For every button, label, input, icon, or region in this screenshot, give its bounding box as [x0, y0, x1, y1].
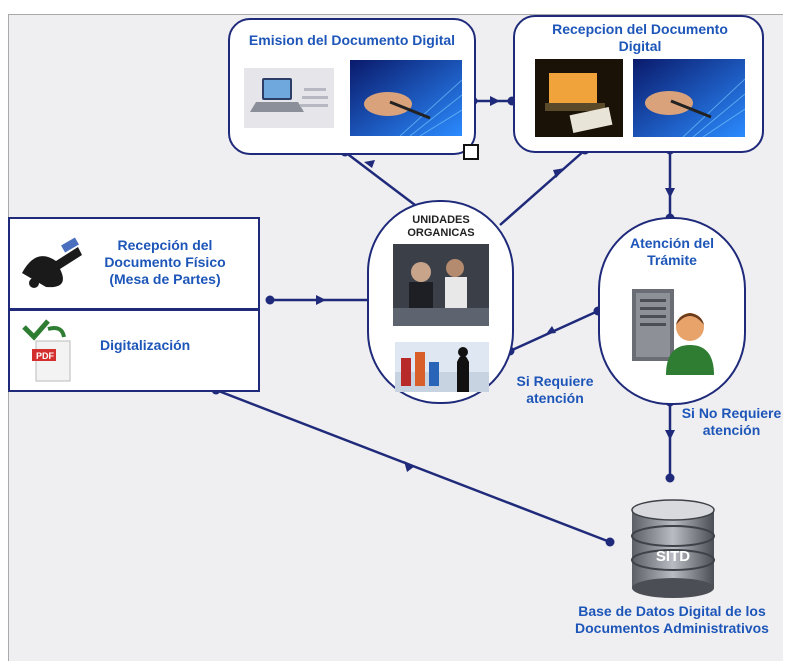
arrowhead: [546, 326, 556, 334]
edge-unidades-emision: [344, 151, 416, 206]
server-user-icon: [622, 279, 722, 379]
database-label: SITD: [655, 548, 691, 565]
database-caption: Base de Datos Digital de los Documentos …: [575, 603, 769, 636]
laptop-image: [244, 68, 334, 128]
signing-hand-image-2: [633, 59, 745, 137]
node-recepcion-digital-title: Recepcion del Documento Digital: [552, 21, 728, 54]
arrowhead: [665, 188, 675, 198]
node-unidades: UNIDADES ORGANICAS: [367, 200, 514, 404]
edge-unidades-recepcion: [499, 149, 586, 226]
node-atencion: Atención del Trámite: [598, 217, 746, 405]
pdf-label: PDF: [36, 351, 55, 361]
node-emision-title: Emision del Documento Digital: [248, 32, 456, 48]
laptop-documents-image: [535, 59, 623, 137]
divider: [10, 308, 258, 311]
arrowhead: [316, 295, 326, 305]
resize-handle: [463, 144, 479, 160]
satellite-icon: [16, 237, 86, 297]
edge-label-si-requiere: Si Requiere atención: [516, 373, 594, 406]
node-digitalizacion-title: Digitalización: [100, 337, 191, 353]
node-atencion-title: Atención del Trámite: [629, 235, 714, 268]
arrowhead: [490, 96, 500, 106]
node-mesa-title: Recepción del Documento Físico (Mesa de …: [104, 237, 226, 287]
arrowhead: [364, 160, 375, 168]
node-emision: Emision del Documento Digital: [228, 18, 476, 155]
business-people-image: [395, 342, 489, 392]
arrowhead: [665, 430, 675, 440]
node-mesa-de-partes: Recepción del Documento Físico (Mesa de …: [8, 217, 260, 392]
arrowhead: [553, 168, 565, 178]
edge-label-si-no-requiere: Si No Requiere atención: [681, 405, 782, 438]
node-database: SITD: [628, 498, 718, 600]
office-workers-image: [393, 244, 489, 326]
signing-hand-image: [350, 60, 462, 136]
arrowhead: [404, 461, 415, 472]
pdf-icon: PDF: [18, 319, 82, 383]
node-recepcion-digital: Recepcion del Documento Digital: [513, 15, 764, 153]
node-unidades-title: UNIDADES ORGANICAS: [407, 214, 475, 239]
